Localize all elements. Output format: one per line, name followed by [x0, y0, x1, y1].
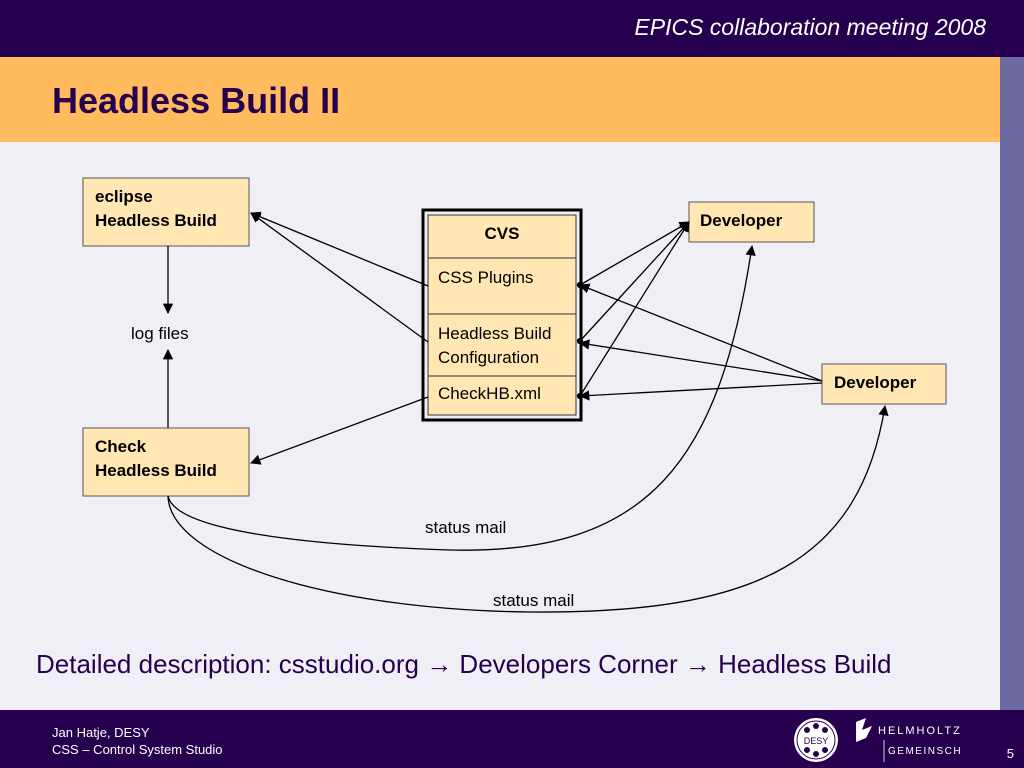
developer-right-label: Developer — [834, 373, 917, 392]
slide-title: Headless Build II — [52, 80, 341, 121]
cvs-item-headless-config-line-2: Configuration — [438, 348, 539, 367]
check-headless-build-box: Check Headless Build — [82, 427, 250, 497]
arrow-devright-cssplugins — [579, 283, 823, 382]
arrow-devright-checkhb — [578, 382, 823, 401]
page-number: 5 — [1006, 746, 1014, 761]
developer-top-label: Developer — [700, 211, 783, 230]
arrow-devtop-config — [576, 221, 690, 345]
build-diagram: eclipse Headless Build log files Check H… — [82, 177, 947, 613]
developer-box-right: Developer — [821, 363, 947, 405]
right-decor-strip — [1000, 57, 1024, 710]
cvs-repository: CVS CSS Plugins Headless Build Configura… — [421, 208, 583, 422]
helmholtz-logo: HELMHOLTZ GEMEINSCHAFT — [856, 718, 962, 762]
footer-subtitle: CSS – Control System Studio — [52, 742, 223, 757]
footer-author: Jan Hatje, DESY — [52, 725, 150, 740]
eclipse-box-line-2: Headless Build — [95, 211, 217, 230]
conference-title: EPICS collaboration meeting 2008 — [634, 14, 986, 40]
desy-logo: DESY — [794, 718, 838, 762]
developer-box-top: Developer — [688, 201, 815, 243]
check-box-line-2: Headless Build — [95, 461, 217, 480]
log-files-label: log files — [131, 324, 189, 343]
arrow-checkhb-to-check — [250, 396, 429, 465]
arrow-cssplugins-to-eclipse — [250, 211, 429, 287]
cvs-item-headless-config-line-1: Headless Build — [438, 324, 551, 343]
footer-bar: Jan Hatje, DESY CSS – Control System Stu… — [0, 710, 1024, 768]
cvs-title: CVS — [485, 224, 520, 243]
status-mail-label-1: status mail — [425, 518, 506, 537]
desy-logo-text: DESY — [804, 736, 829, 746]
arrow-config-to-eclipse — [250, 212, 429, 343]
helmholtz-line-1: HELMHOLTZ — [878, 725, 962, 737]
cvs-item-checkhb: CheckHB.xml — [438, 384, 541, 403]
arrow-devtop-cssplugins — [576, 221, 690, 289]
status-mail-curve-2 — [167, 404, 889, 613]
arrow-devtop-checkhb — [576, 221, 690, 400]
helmholtz-line-2: GEMEINSCHAFT — [888, 746, 962, 757]
description-text: Detailed description: csstudio.org → Dev… — [36, 649, 892, 679]
status-mail-label-2: status mail — [493, 591, 574, 610]
arrow-devright-config — [578, 339, 823, 382]
eclipse-headless-build-box: eclipse Headless Build — [82, 177, 250, 247]
eclipse-box-line-1: eclipse — [95, 187, 153, 206]
cvs-item-css-plugins: CSS Plugins — [438, 268, 533, 287]
title-band — [0, 57, 1000, 142]
check-box-line-1: Check — [95, 437, 147, 456]
top-bar: EPICS collaboration meeting 2008 — [0, 0, 1024, 57]
status-mail-curve-1 — [167, 244, 756, 551]
